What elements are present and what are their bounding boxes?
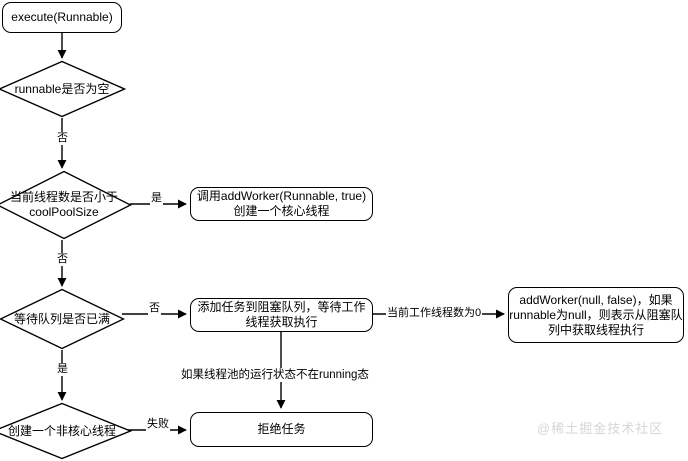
node-decision-core-size[interactable]: 当前线程数是否小于 coolPoolSize xyxy=(0,170,132,240)
add-null-worker-line3: 列中获取线程执行 xyxy=(547,322,644,337)
node-reject-task[interactable]: 拒绝任务 xyxy=(190,412,373,447)
core-size-line1: 当前线程数是否小于 xyxy=(9,190,118,204)
add-core-worker-line2: 创建一个核心线程 xyxy=(233,204,330,218)
node-decision-core-size-label: 当前线程数是否小于 coolPoolSize xyxy=(10,190,118,220)
add-core-worker-line1: 调用addWorker(Runnable, true) xyxy=(196,189,367,203)
core-size-line2: coolPoolSize xyxy=(29,205,99,219)
diamond-shape-non-core xyxy=(0,402,132,460)
add-null-worker-line2: runnable为null，则表示从阻塞队 xyxy=(509,307,683,322)
node-add-core-worker[interactable]: 调用addWorker(Runnable, true) 创建一个核心线程 xyxy=(190,187,373,221)
edge-label-non-core-fail: 失败 xyxy=(146,418,170,431)
diamond-shape-runnable-null xyxy=(0,60,126,118)
reject-task-label: 拒绝任务 xyxy=(257,422,306,436)
edge-label-queue-full-no: 否 xyxy=(148,302,161,315)
add-null-worker-line1: addWorker(null, false)，如果 xyxy=(519,292,673,307)
enqueue-task-line1: 添加任务到阻塞队列，等待工作 xyxy=(197,300,366,314)
edge-label-worker-count-zero: 当前工作线程数为0 xyxy=(386,307,483,320)
node-decision-queue-full[interactable]: 等待队列是否已满 xyxy=(0,288,125,350)
enqueue-task-line2: 线程获取执行 xyxy=(245,315,318,329)
node-decision-runnable-null-label: runnable是否为空 xyxy=(14,81,110,96)
watermark: @稀土掘金技术社区 xyxy=(537,421,664,436)
edge-label-core-size-yes: 是 xyxy=(150,192,163,205)
node-start-label: execute(Runnable) xyxy=(11,10,113,24)
diamond-shape-core-size xyxy=(0,170,132,240)
edge-label-runnable-null-no: 否 xyxy=(56,132,69,145)
node-decision-runnable-null[interactable]: runnable是否为空 xyxy=(0,60,126,118)
edge-label-core-size-no: 否 xyxy=(56,253,69,266)
diamond-shape-queue-full xyxy=(0,288,125,350)
node-decision-queue-full-label: 等待队列是否已满 xyxy=(13,311,110,326)
node-enqueue-task[interactable]: 添加任务到阻塞队列，等待工作 线程获取执行 xyxy=(190,298,373,332)
annotation-not-running-state: 如果线程池的运行状态不在running态 xyxy=(179,368,371,382)
node-decision-non-core[interactable]: 创建一个非核心线程 xyxy=(0,402,132,460)
node-start[interactable]: execute(Runnable) xyxy=(2,2,122,33)
node-decision-non-core-label: 创建一个非核心线程 xyxy=(7,423,116,438)
edge-label-queue-full-yes: 是 xyxy=(56,363,69,376)
node-add-null-worker[interactable]: addWorker(null, false)，如果 runnable为null，… xyxy=(508,287,684,343)
